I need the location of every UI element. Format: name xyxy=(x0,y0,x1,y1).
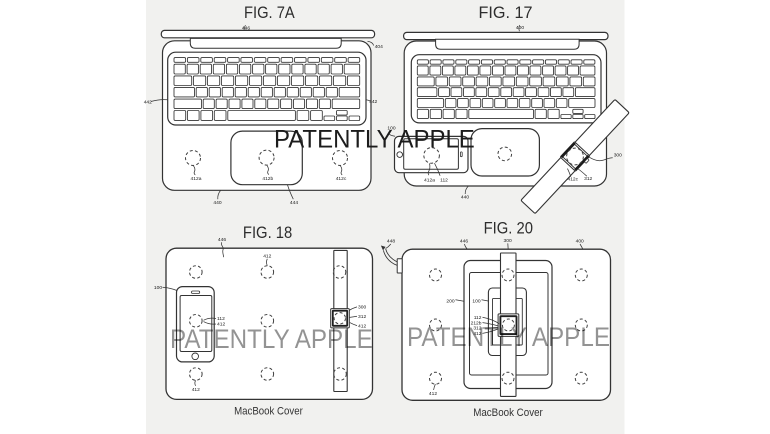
svg-text:444: 444 xyxy=(290,200,298,206)
svg-text:112: 112 xyxy=(217,316,225,322)
svg-text:PATENTLY APPLE: PATENTLY APPLE xyxy=(274,126,475,154)
svg-text:300: 300 xyxy=(614,153,622,159)
svg-text:200: 200 xyxy=(446,299,454,305)
svg-text:412: 412 xyxy=(192,387,200,393)
svg-text:PATENTLY APPLE: PATENTLY APPLE xyxy=(407,322,610,352)
svg-text:412a: 412a xyxy=(191,176,202,182)
svg-text:PATENTLY APPLE: PATENTLY APPLE xyxy=(170,324,373,354)
svg-text:412a: 412a xyxy=(424,177,435,183)
svg-text:312: 312 xyxy=(358,314,366,320)
svg-text:112: 112 xyxy=(474,315,482,321)
svg-text:FIG. 17: FIG. 17 xyxy=(479,4,533,22)
svg-text:300: 300 xyxy=(504,238,512,244)
svg-text:FIG. 20: FIG. 20 xyxy=(484,220,533,238)
svg-text:412b: 412b xyxy=(262,176,273,182)
svg-text:MacBook Cover: MacBook Cover xyxy=(473,407,543,419)
svg-text:300: 300 xyxy=(358,305,366,311)
svg-text:100: 100 xyxy=(472,299,480,305)
svg-text:412: 412 xyxy=(263,253,271,259)
svg-text:412c: 412c xyxy=(567,177,578,183)
svg-text:412c: 412c xyxy=(336,176,347,182)
svg-text:212b: 212b xyxy=(471,320,482,326)
svg-text:400: 400 xyxy=(576,239,584,245)
svg-text:442: 442 xyxy=(144,100,152,106)
svg-text:440: 440 xyxy=(461,195,469,201)
svg-text:448: 448 xyxy=(387,239,395,245)
svg-text:FIG. 18: FIG. 18 xyxy=(243,224,292,242)
svg-text:412: 412 xyxy=(358,323,366,329)
svg-text:400: 400 xyxy=(516,25,524,31)
svg-text:404: 404 xyxy=(375,44,383,50)
svg-text:100: 100 xyxy=(387,125,395,131)
svg-text:112: 112 xyxy=(440,177,448,183)
svg-text:446: 446 xyxy=(242,25,250,31)
svg-text:412: 412 xyxy=(429,391,437,397)
svg-text:312: 312 xyxy=(473,326,481,332)
svg-text:412: 412 xyxy=(473,331,481,337)
svg-text:MacBook Cover: MacBook Cover xyxy=(234,405,303,417)
svg-text:312: 312 xyxy=(584,176,592,182)
svg-text:100: 100 xyxy=(154,285,162,291)
svg-text:FIG. 7A: FIG. 7A xyxy=(244,4,295,22)
svg-text:446: 446 xyxy=(460,239,468,245)
svg-text:412: 412 xyxy=(217,321,225,327)
svg-text:446: 446 xyxy=(218,237,226,243)
svg-text:440: 440 xyxy=(213,200,221,206)
svg-text:442: 442 xyxy=(369,99,377,105)
